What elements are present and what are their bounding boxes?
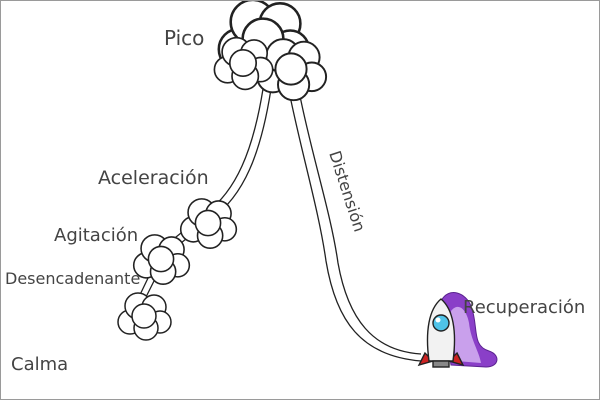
label-pico: Pico xyxy=(164,26,204,50)
cloud-desencadenante xyxy=(117,292,172,341)
cloud-peak xyxy=(213,1,328,102)
descending-trail xyxy=(288,90,422,362)
label-recuperacion: Recuperación xyxy=(463,297,585,318)
label-agitacion: Agitación xyxy=(54,225,138,246)
rocket-icon xyxy=(417,298,465,368)
label-distension: Distensión xyxy=(325,148,369,234)
label-aceleracion: Aceleración xyxy=(98,167,209,189)
cloud-agitacion xyxy=(132,234,191,285)
label-calma: Calma xyxy=(11,354,68,375)
cloud-aceleracion xyxy=(179,198,238,249)
label-desencadenante: Desencadenante xyxy=(5,269,140,288)
